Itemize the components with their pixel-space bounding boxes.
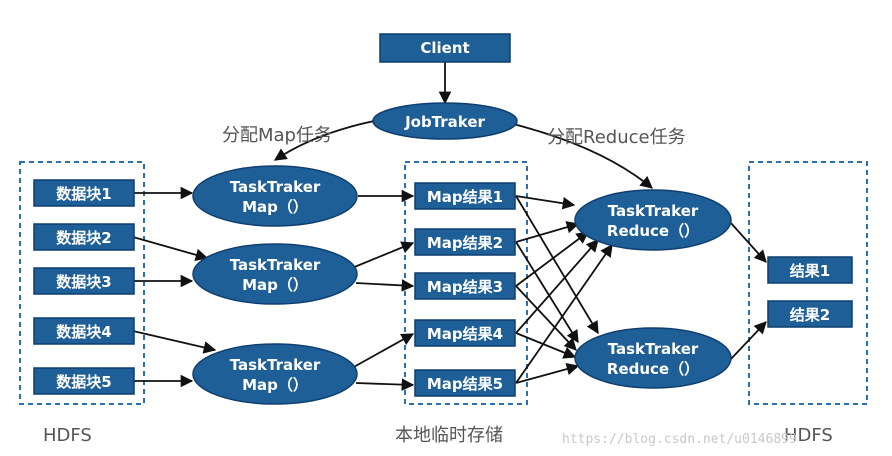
block2-node: 数据块2	[33, 223, 135, 251]
jobtracker-node: JobTraker	[372, 102, 518, 140]
edge-reducer1-output1	[729, 221, 767, 263]
edge-block2-mapper2	[132, 236, 209, 261]
map-result-4-label: Map结果4	[427, 325, 503, 343]
hdfs-output-group	[748, 161, 868, 405]
reduce-tasktracker-1: TaskTraker Reduce（）	[574, 189, 732, 251]
block3-label: 数据块3	[56, 273, 111, 291]
edge-result1-reducer2	[515, 195, 599, 335]
hdfs-left-label: HDFS	[43, 425, 92, 446]
map-tasktracker-3-fn: Map（）	[242, 376, 308, 394]
map-tasktracker-1-name: TaskTraker	[230, 178, 321, 196]
client-node: Client	[379, 33, 511, 63]
client-label: Client	[420, 39, 469, 57]
edge-jobtracker-reducer	[504, 121, 653, 189]
edge-mapper2-result2	[351, 241, 415, 269]
map-result-4-node: Map结果4	[414, 319, 516, 347]
map-tasktracker-2-name: TaskTraker	[230, 256, 321, 274]
jobtracker-label: JobTraker	[404, 113, 485, 131]
edge-mapper3-result4	[351, 333, 415, 369]
map-result-1-label: Map结果1	[427, 188, 503, 206]
edge-result5-reducer2	[515, 362, 580, 384]
edge-result3-reducer2	[515, 285, 577, 351]
map-result-5-label: Map结果5	[427, 375, 503, 393]
block2-label: 数据块2	[56, 229, 111, 247]
edges	[132, 62, 767, 391]
edge-result2-reducer1	[515, 221, 580, 243]
local-storage-label: 本地临时存储	[395, 425, 503, 446]
map-tasktracker-3-name: TaskTraker	[230, 356, 321, 374]
map-tasktracker-2-fn: Map（）	[242, 276, 308, 294]
watermark-text: https://blog.csdn.net/u0146899	[562, 432, 797, 447]
map-result-3-label: Map结果3	[427, 278, 503, 296]
map-tasktracker-3: TaskTraker Map（）	[192, 343, 358, 405]
map-tasktracker-1: TaskTraker Map（）	[192, 165, 358, 227]
map-tasktracker-1-fn: Map（）	[242, 198, 308, 216]
block4-label: 数据块4	[56, 323, 111, 341]
edge-result1-reducer1	[515, 195, 576, 210]
map-result-2-label: Map结果2	[427, 234, 503, 252]
block5-node: 数据块5	[33, 367, 135, 395]
block4-node: 数据块4	[33, 317, 135, 345]
edge-mapper3-result5	[355, 378, 415, 391]
map-result-1-node: Map结果1	[414, 182, 516, 210]
assign-reduce-label: 分配Reduce任务	[547, 127, 686, 148]
edge-result4-reducer2	[515, 332, 577, 359]
reduce-tasktracker-1-fn: Reduce（）	[607, 222, 699, 240]
map-result-3-node: Map结果3	[414, 272, 516, 300]
result-1-label: 结果1	[790, 262, 830, 280]
edge-result5-reducer1	[515, 243, 613, 384]
reduce-tasktracker-2-name: TaskTraker	[608, 340, 699, 358]
map-result-5-node: Map结果5	[414, 369, 516, 397]
block5-label: 数据块5	[56, 373, 111, 391]
edge-result3-reducer1	[515, 231, 590, 287]
reduce-tasktracker-2: TaskTraker Reduce（）	[574, 327, 732, 389]
map-result-2-node: Map结果2	[414, 228, 516, 256]
result-2-label: 结果2	[790, 306, 830, 324]
edge-result4-reducer1	[515, 239, 599, 334]
result-2-node: 结果2	[767, 300, 853, 328]
result-1-node: 结果1	[767, 256, 853, 284]
reduce-tasktracker-1-name: TaskTraker	[608, 202, 699, 220]
block1-label: 数据块1	[56, 185, 111, 203]
edge-result2-reducer2	[515, 241, 579, 344]
reduce-tasktracker-2-fn: Reduce（）	[607, 360, 699, 378]
map-tasktracker-2: TaskTraker Map（）	[192, 243, 358, 305]
edge-mapper2-result3	[355, 279, 415, 292]
block3-node: 数据块3	[33, 267, 135, 295]
edge-reducer2-output2	[729, 321, 767, 361]
hdfs-right-label: HDFS	[784, 425, 833, 446]
hdfs-input-group	[19, 161, 145, 405]
block1-node: 数据块1	[33, 179, 135, 207]
edge-block4-mapper3	[132, 330, 217, 354]
assign-map-label: 分配Map任务	[222, 125, 332, 146]
